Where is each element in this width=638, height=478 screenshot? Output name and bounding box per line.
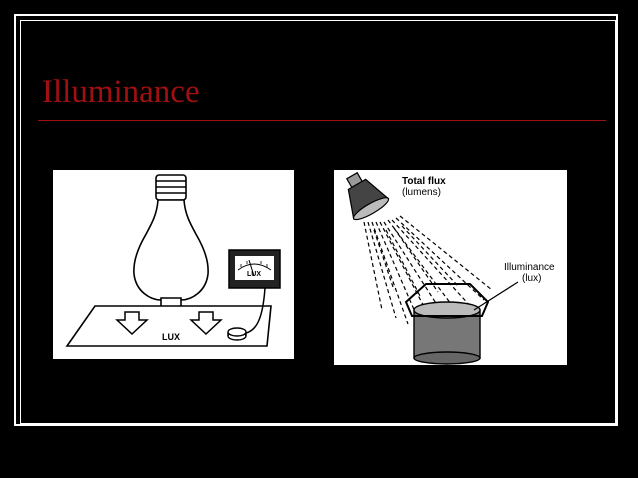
slide-title: Illuminance <box>42 74 200 110</box>
surface-label: LUX <box>162 332 180 342</box>
bulb-diagram-svg: LUX LUX <box>65 174 281 347</box>
slide-inner-border <box>20 20 616 424</box>
total-flux-label: Total flux <box>402 176 446 187</box>
bulb-base <box>155 174 187 201</box>
illuminance-label: Illuminance <box>504 262 555 273</box>
bulb-lux-meter-diagram: LUX LUX <box>53 170 294 359</box>
slide-outer-border <box>14 14 618 426</box>
surface-arrow-left-icon <box>115 311 149 336</box>
lux-sensor <box>227 327 247 341</box>
basin <box>413 301 481 365</box>
illuminated-area-outline <box>404 283 490 317</box>
illuminated-surface <box>65 305 272 347</box>
lux-label: (lux) <box>522 273 542 284</box>
surface-arrow-right-icon <box>189 311 223 336</box>
meter-wire <box>245 287 266 334</box>
spotlight-icon <box>345 171 390 221</box>
bulb-glass <box>133 199 209 301</box>
illuminance-pointer <box>473 281 519 311</box>
lumens-label: (lumens) <box>402 187 441 198</box>
title-divider <box>38 120 606 121</box>
lux-meter <box>228 249 281 289</box>
flux-illuminance-diagram: Total flux (lumens) Illuminance (lux) <box>334 170 567 365</box>
meter-label: LUX <box>247 271 261 278</box>
flux-diagram-svg <box>345 171 519 365</box>
